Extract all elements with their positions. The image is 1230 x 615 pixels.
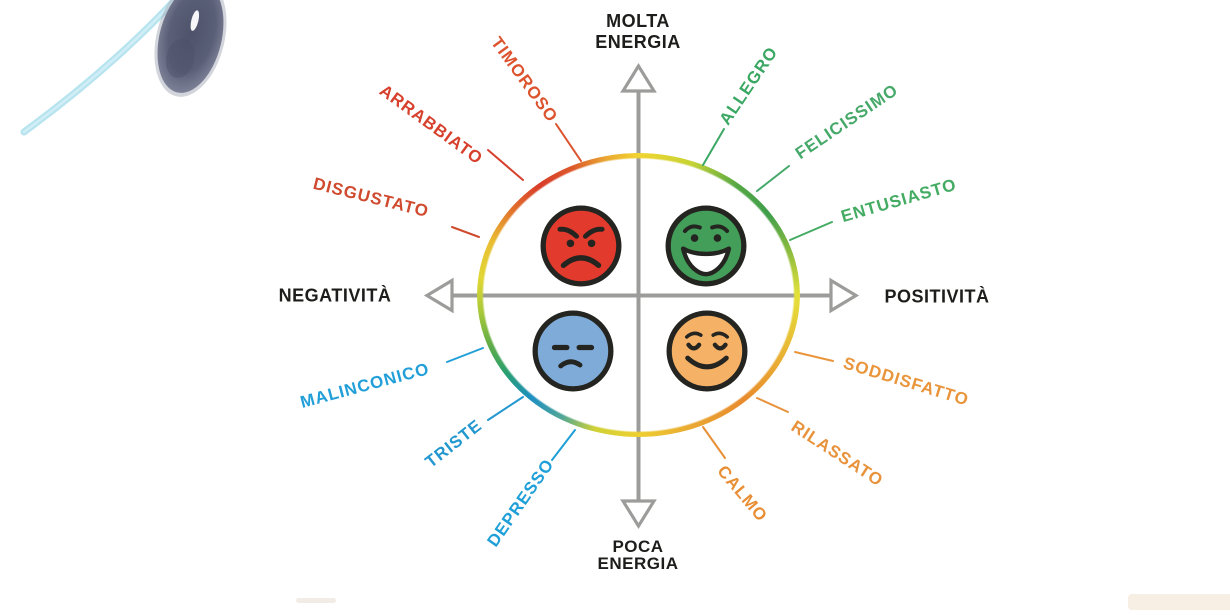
leader-malinconico bbox=[446, 347, 484, 363]
arrow-up-icon bbox=[620, 62, 657, 93]
axis-label-line: ENERGIA bbox=[597, 554, 679, 571]
arrow-left-icon bbox=[423, 277, 454, 314]
axis-label-line: ENERGIA bbox=[595, 32, 681, 52]
leader-entusiasto bbox=[789, 221, 833, 241]
arrow-down-icon bbox=[620, 499, 657, 530]
axis-label-positivita: POSITIVITÀ bbox=[884, 286, 990, 307]
axis-label-molta-energia: MOLTA ENERGIA bbox=[595, 11, 681, 53]
leader-triste bbox=[487, 396, 524, 421]
axis-label-negativita: NEGATIVITÀ bbox=[278, 285, 392, 306]
leader-rilassato bbox=[756, 397, 789, 413]
leader-timoroso bbox=[555, 123, 582, 162]
leader-arrabbiato bbox=[487, 149, 524, 181]
leader-allegro bbox=[702, 128, 725, 166]
watercolor-decoration bbox=[20, 0, 227, 136]
leader-felicissimo bbox=[756, 165, 790, 192]
arrow-right-icon bbox=[829, 277, 860, 314]
leader-depresso bbox=[551, 429, 576, 461]
laughing-face-icon bbox=[665, 205, 747, 287]
angry-face-icon bbox=[540, 205, 622, 287]
paint-blob-icon bbox=[154, 0, 227, 97]
axis-label-line: POCA bbox=[612, 538, 664, 556]
cropped-content-smudge bbox=[1128, 594, 1230, 610]
axis-label-line: MOLTA bbox=[606, 11, 670, 31]
axis-label-poca-energia: POCA ENERGIA bbox=[598, 538, 679, 571]
cropped-content-smudge bbox=[296, 598, 336, 603]
gloomy-face-icon bbox=[532, 310, 614, 392]
leader-soddisfatto bbox=[794, 351, 834, 362]
relaxed-face-icon bbox=[666, 310, 748, 392]
leader-disgustato bbox=[451, 226, 480, 238]
emotion-color-ring bbox=[477, 153, 800, 437]
leader-calmo bbox=[702, 426, 726, 459]
